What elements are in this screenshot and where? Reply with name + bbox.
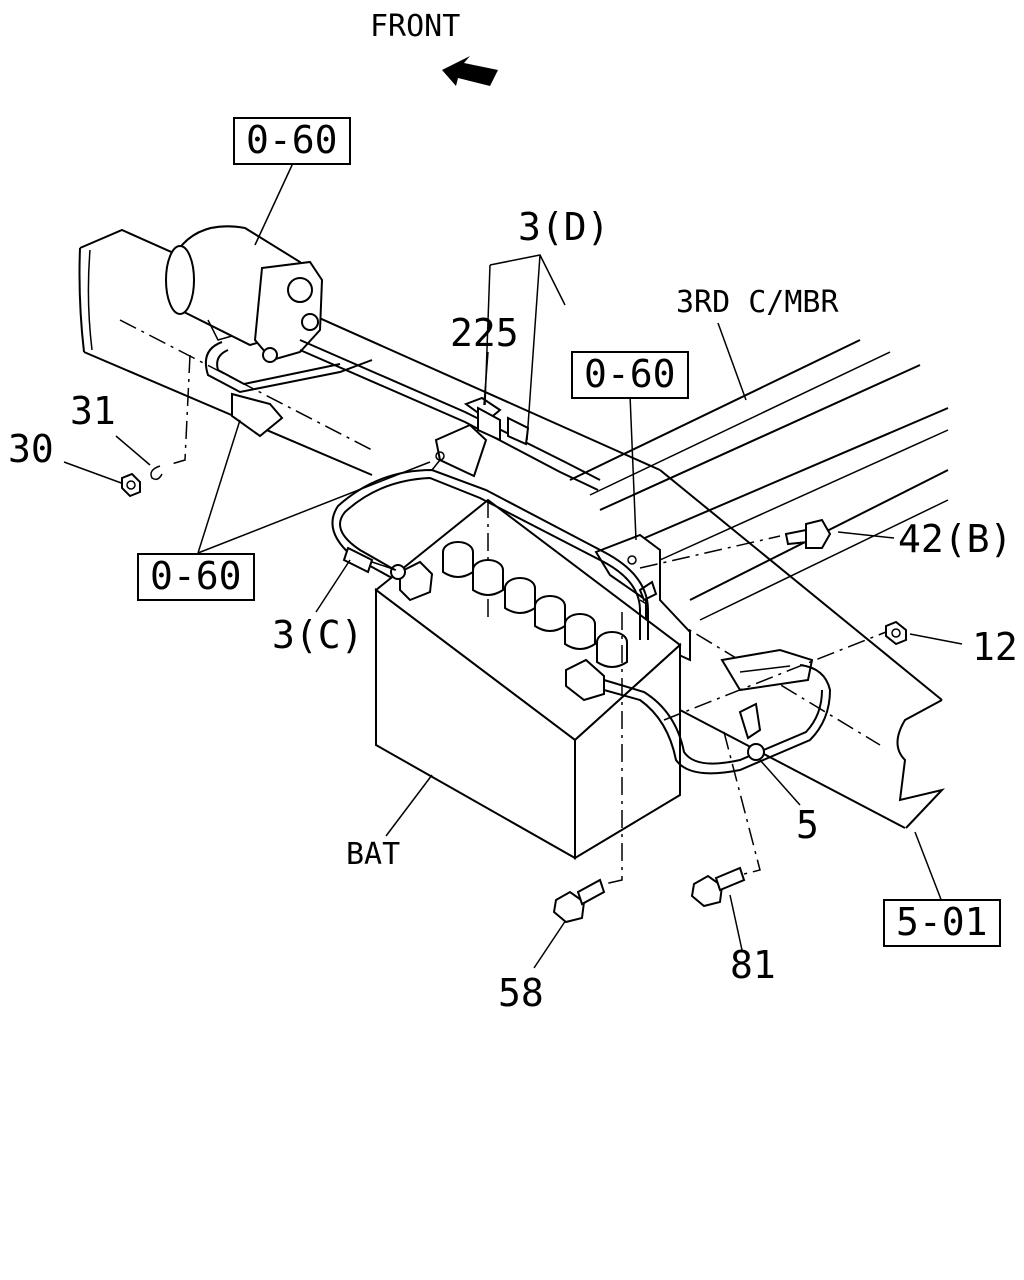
callout-31: 31 <box>70 389 116 433</box>
ref-box-bracket: 0-60 <box>571 351 689 399</box>
ref-box-left-text: 0-60 <box>150 554 242 598</box>
nut-30-icon <box>121 472 141 498</box>
front-arrow-icon <box>442 56 498 86</box>
washer-31-icon <box>150 465 163 481</box>
crossmember-label: 3RD C/MBR <box>676 285 839 320</box>
negative-cable <box>603 664 832 775</box>
ref-box-frame: 5-01 <box>883 899 1001 947</box>
positive-cable-3c <box>331 459 649 640</box>
bolt-58-icon <box>552 878 606 924</box>
ref-box-starter-text: 0-60 <box>246 118 338 162</box>
bolt-42b-icon <box>784 518 832 549</box>
front-label: FRONT <box>370 9 460 44</box>
callout-58: 58 <box>498 971 544 1015</box>
callout-225: 225 <box>450 311 519 355</box>
battery-holddown-bracket <box>594 533 814 692</box>
bolt-81-icon <box>690 866 746 908</box>
ref-box-bracket-text: 0-60 <box>584 352 676 396</box>
third-crossmember <box>569 339 949 621</box>
ref-box-starter: 0-60 <box>233 117 351 165</box>
callout-3c: 3(C) <box>272 613 364 657</box>
callout-12: 12 <box>972 625 1018 669</box>
ref-box-frame-text: 5-01 <box>896 900 988 944</box>
starter-ground-cable <box>167 341 373 466</box>
main-harness <box>299 339 601 491</box>
callout-3d: 3(D) <box>518 205 610 249</box>
starter-motor <box>165 225 324 363</box>
callout-bat: BAT <box>346 837 400 872</box>
ref-box-left: 0-60 <box>137 553 255 601</box>
positive-terminal <box>390 560 434 602</box>
callout-5: 5 <box>796 803 819 847</box>
callout-42b: 42(B) <box>898 517 1012 561</box>
callout-30: 30 <box>8 427 54 471</box>
negative-terminal <box>565 658 605 702</box>
battery-cell-caps <box>442 541 628 668</box>
callout-81: 81 <box>730 943 776 987</box>
leader-lines <box>63 162 963 969</box>
nut-12-icon <box>885 620 907 646</box>
cable-bracket <box>434 423 488 478</box>
